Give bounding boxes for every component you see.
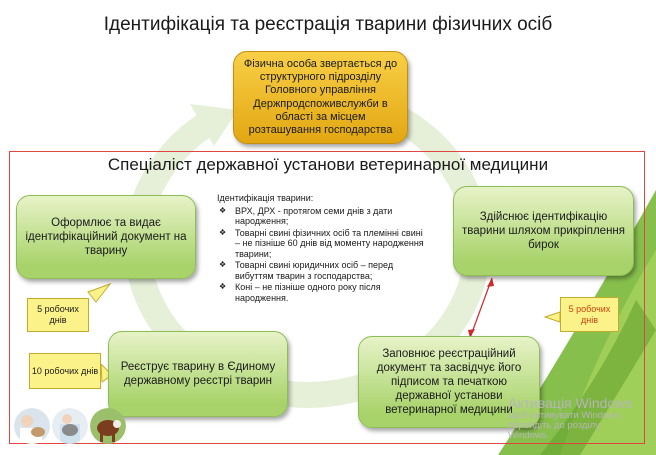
info-heading: Ідентифікація тварини: — [217, 193, 314, 203]
slide-title: Ідентифікація та реєстрація тварини фізи… — [103, 14, 553, 35]
right-step-text: Здійснює ідентифікацію тварини шляхом пр… — [462, 210, 626, 251]
activation-watermark: Активація Windows Щоб активувати Windows… — [508, 396, 656, 441]
connector-line — [469, 277, 493, 339]
section-subtitle: Спеціаліст державної установи ветеринарн… — [107, 155, 549, 174]
callout-right-5-text: 5 робочих днів — [568, 303, 611, 325]
top-step-box: Фізична особа звертається до структурног… — [233, 51, 408, 144]
info-item: Товарні свині фізичних осіб та племінні … — [219, 228, 427, 260]
callout-left-5-text: 5 робочих днів — [37, 304, 79, 325]
callout-right-5-days: 5 робочих днів — [560, 297, 619, 332]
identification-info: Ідентифікація тварини: ВРХ, ДРХ - протяг… — [217, 193, 427, 304]
left-step-text: Оформлює та видає ідентифікаційний докум… — [25, 216, 187, 257]
right-step-box: Здійснює ідентифікацію тварини шляхом пр… — [453, 186, 634, 276]
callout-left-10-days: 10 робочих днів — [29, 353, 101, 389]
bottom-right-step-box: Заповнює реєстраційний документ та засві… — [358, 336, 540, 428]
info-list: ВРХ, ДРХ - протягом семи днів з дати нар… — [217, 206, 427, 304]
animal-photo-strip — [14, 408, 126, 444]
info-item: ВРХ, ДРХ - протягом семи днів з дати нар… — [219, 206, 427, 227]
watermark-line-2: Щоб активувати Windows, перейдіть до роз… — [508, 409, 623, 431]
cow-photo — [90, 408, 126, 444]
callout-left-5-days: 5 робочих днів — [27, 298, 89, 332]
left-step-box: Оформлює та видає ідентифікаційний докум… — [16, 195, 196, 279]
watermark-title: Активація Windows — [508, 395, 633, 411]
specialist-frame — [9, 151, 645, 444]
vet-dog-photo — [14, 408, 50, 444]
top-step-text: Фізична особа звертається до структурног… — [243, 57, 398, 136]
leaf-decoration-icon — [498, 190, 656, 455]
bottom-right-step-text: Заповнює реєстраційний документ та засві… — [376, 347, 522, 417]
bottom-left-step-box: Реєструє тварину в Єдиному державному ре… — [108, 331, 288, 417]
info-item: Коні – не пізніше одного року після наро… — [219, 282, 427, 303]
callout-left-10-text: 10 робочих днів — [31, 365, 99, 376]
vet-cat-photo — [52, 408, 88, 444]
bottom-left-step-text: Реєструє тварину в Єдиному державному ре… — [120, 360, 276, 387]
cycle-arrow-head — [190, 104, 238, 146]
watermark-line-3: Windows. — [508, 429, 550, 441]
info-item: Товарні свині юридичних осіб – перед виб… — [219, 260, 427, 281]
